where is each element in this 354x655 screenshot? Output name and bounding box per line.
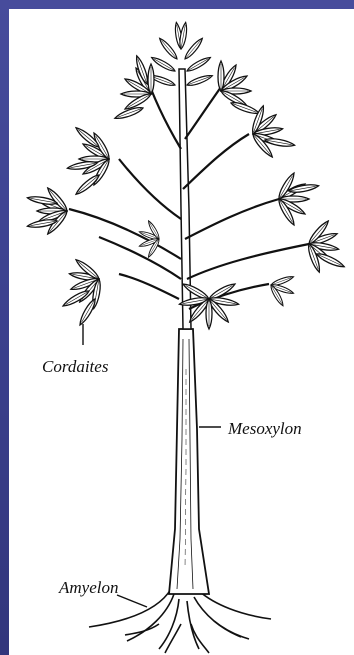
label-mesoxylon: Mesoxylon — [228, 420, 302, 437]
trunk — [169, 329, 209, 594]
amyelon-leader-line — [117, 595, 147, 607]
cordaites-tree-illustration — [9, 9, 354, 655]
label-cordaites: Cordaites — [42, 358, 108, 375]
tree-illustration-panel: Cordaites Mesoxylon Amyelon — [9, 9, 354, 655]
label-amyelon: Amyelon — [59, 579, 118, 596]
root-system — [89, 589, 271, 653]
